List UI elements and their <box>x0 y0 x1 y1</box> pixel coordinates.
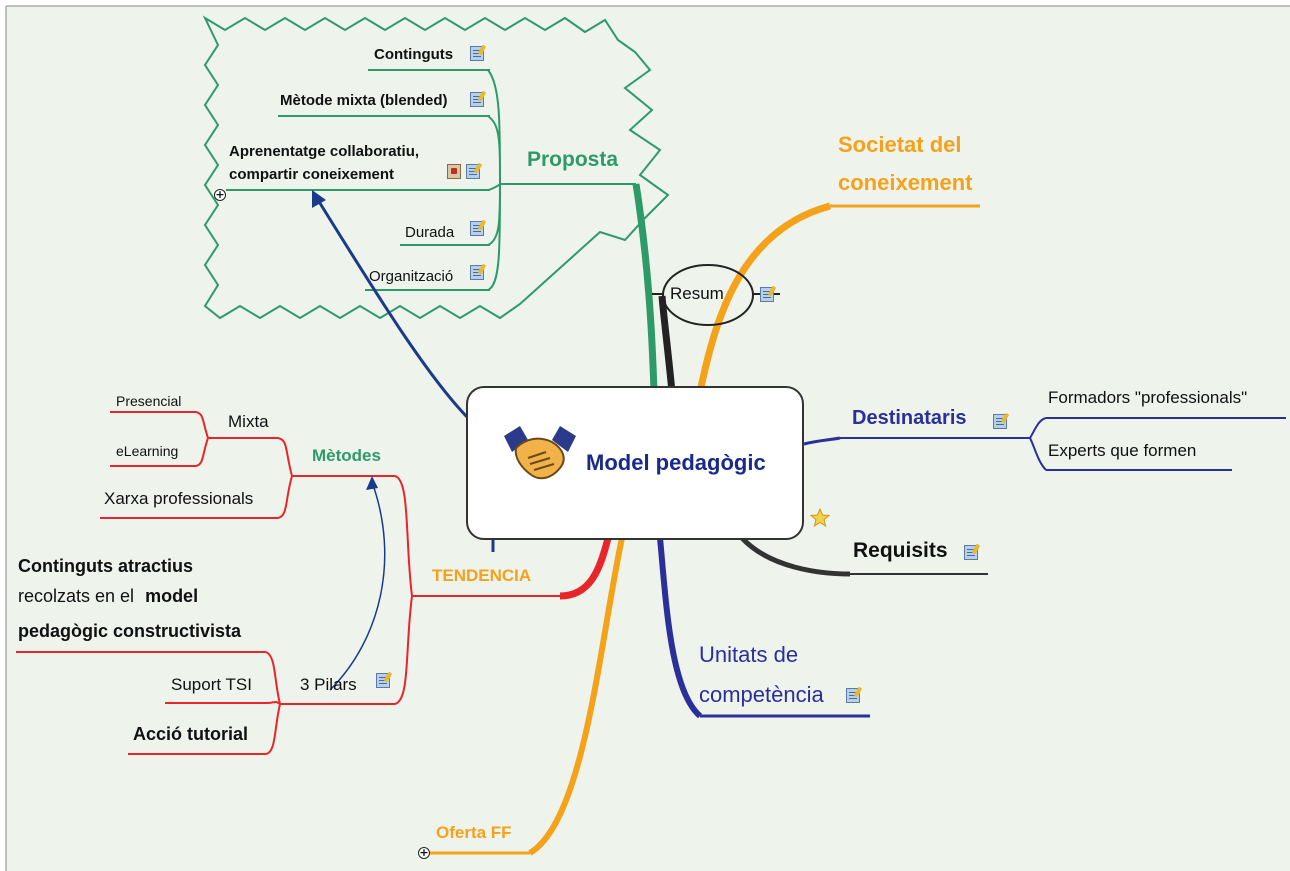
destinataris-fan <box>1029 417 1047 471</box>
proposta-boundary <box>202 15 670 320</box>
attachment-icon[interactable] <box>447 164 461 179</box>
note-icon[interactable] <box>846 688 860 703</box>
tendencia-fan <box>394 475 413 705</box>
durada-label[interactable]: Durada <box>405 224 455 241</box>
star-shape <box>810 508 830 528</box>
central-title: Model pedagògic <box>586 450 766 475</box>
continguts-atractius-line1[interactable]: Continguts atractius <box>18 556 194 576</box>
note-icon[interactable] <box>470 92 484 107</box>
xarxa-label[interactable]: Xarxa professionals <box>104 489 254 508</box>
accio-label[interactable]: Acció tutorial <box>133 724 249 744</box>
destinataris-title[interactable]: Destinataris <box>852 407 967 429</box>
handshake-left-cuff <box>504 426 528 452</box>
central-node[interactable]: Model pedagògic <box>466 386 804 540</box>
recolzats-text: recolzats en el <box>18 586 140 606</box>
relationship-arrow-pilars <box>329 481 386 691</box>
note-icon[interactable] <box>470 265 484 280</box>
proposta-title[interactable]: Proposta <box>527 148 619 171</box>
expand-oferta-button[interactable]: + <box>418 846 430 859</box>
metodes-fan <box>277 437 293 519</box>
experts-label[interactable]: Experts que formen <box>1048 441 1197 460</box>
requisits-branch <box>740 536 851 577</box>
relationship-arrow-proposta <box>316 199 472 422</box>
note-icon[interactable] <box>466 164 480 179</box>
destinataris-branch <box>803 436 841 446</box>
mixta-label[interactable]: Mixta <box>228 412 269 431</box>
societat-line2[interactable]: coneixement <box>838 170 973 195</box>
star-icon <box>810 508 830 528</box>
tendencia-title[interactable]: TENDENCIA <box>432 566 532 585</box>
aprenentatge-label-line2[interactable]: compartir coneixement <box>229 166 395 183</box>
note-icon[interactable] <box>964 545 978 560</box>
unitats-line1[interactable]: Unitats de <box>699 642 799 667</box>
metode-label[interactable]: Mètode mixta (blended) <box>280 92 448 109</box>
resum-branch <box>658 295 676 393</box>
continguts-atractius-line3[interactable]: pedagògic constructivista <box>18 621 242 641</box>
handshake-right-cuff <box>552 426 576 452</box>
societat-line1[interactable]: Societat del <box>838 132 962 157</box>
presencial-label[interactable]: Presencial <box>116 393 182 409</box>
tendencia-branch <box>559 537 612 600</box>
aprenentatge-label-line1[interactable]: Aprenentatge collaboratiu, <box>229 143 420 160</box>
continguts-atractius-line2[interactable]: recolzats en el model <box>18 586 198 607</box>
organitzacio-label[interactable]: Organització <box>369 268 454 285</box>
unitats-line2[interactable]: competència <box>699 682 824 707</box>
societat-branch <box>696 202 831 393</box>
elearning-label[interactable]: eLearning <box>116 443 179 459</box>
expand-aprenentatge-button[interactable]: + <box>214 188 226 201</box>
handshake-icon <box>504 426 576 480</box>
pilars-fan <box>265 651 281 755</box>
relationship-arrowhead-pilars <box>366 476 378 490</box>
note-icon[interactable] <box>470 221 484 236</box>
formadors-label[interactable]: Formadors "professionals" <box>1048 388 1248 407</box>
resum-label[interactable]: Resum <box>670 284 724 303</box>
pilars-title[interactable]: 3 Pilars <box>300 675 357 694</box>
model-text: model <box>145 586 199 606</box>
oferta-title[interactable]: Oferta FF <box>436 823 512 842</box>
suport-label[interactable]: Suport TSI <box>171 675 252 694</box>
unitats-branch <box>657 537 703 719</box>
note-icon[interactable] <box>993 414 1007 429</box>
note-icon[interactable] <box>760 287 774 302</box>
proposta-branch <box>632 183 658 393</box>
oferta-branch <box>528 537 625 856</box>
handshake-hands <box>514 437 565 480</box>
metodes-title[interactable]: Mètodes <box>312 446 381 465</box>
proposta-fan <box>487 69 501 291</box>
relationship-arrowhead-proposta <box>312 190 326 208</box>
note-icon[interactable] <box>470 46 484 61</box>
continguts-label[interactable]: Continguts <box>374 46 454 63</box>
note-icon[interactable] <box>376 673 390 688</box>
mixta-fan <box>195 411 209 467</box>
requisits-title[interactable]: Requisits <box>853 539 948 562</box>
handshake-fingers <box>527 451 555 471</box>
